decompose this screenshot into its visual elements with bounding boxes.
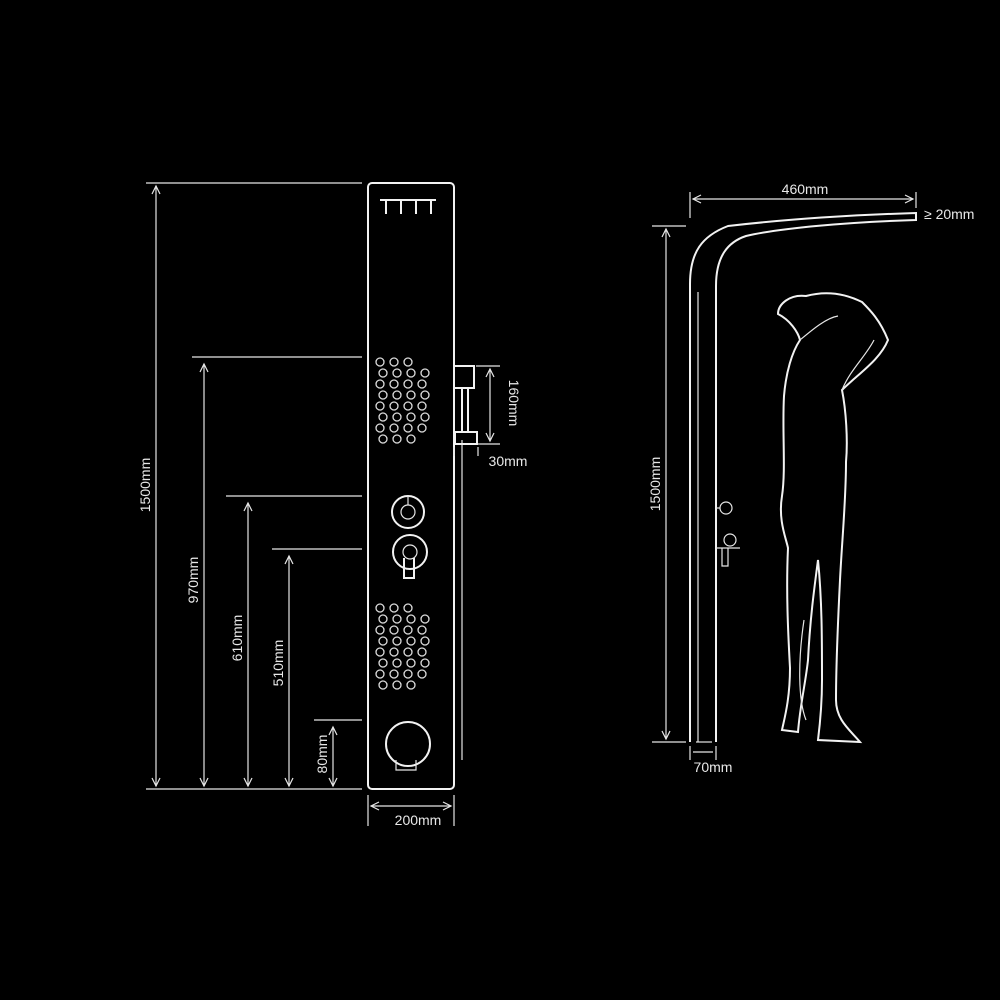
jet-nozzle xyxy=(378,636,388,646)
jet-nozzle xyxy=(375,669,385,679)
jet-nozzle xyxy=(389,625,399,635)
dim-upper-jets: 970mm xyxy=(185,356,362,788)
dim-panel-width-label: 200mm xyxy=(395,812,442,828)
dim-front-height: 1500mm xyxy=(137,182,362,790)
jet-nozzle xyxy=(392,614,402,624)
jet-nozzle xyxy=(420,390,430,400)
jet-nozzle xyxy=(392,434,402,444)
front-panel-outline xyxy=(367,182,455,790)
jet-nozzle xyxy=(392,368,402,378)
jet-nozzle xyxy=(420,412,430,422)
dim-side-height-label: 1500mm xyxy=(647,457,663,511)
dim-lever: 510mm xyxy=(270,548,362,788)
jet-nozzle xyxy=(378,412,388,422)
dim-overhead-reach: 460mm xyxy=(689,181,917,218)
jet-nozzle xyxy=(389,647,399,657)
jet-nozzle xyxy=(378,434,388,444)
dim-spout-label: 80mm xyxy=(314,735,330,774)
diverter-lever xyxy=(392,534,428,579)
jet-nozzle xyxy=(420,658,430,668)
jet-nozzle xyxy=(403,423,413,433)
jet-nozzle xyxy=(403,603,413,613)
jet-nozzle xyxy=(375,423,385,433)
jet-nozzle xyxy=(417,379,427,389)
jet-nozzle xyxy=(406,680,416,690)
jet-nozzle xyxy=(378,368,388,378)
jet-nozzle xyxy=(389,357,399,367)
dim-lever-label: 510mm xyxy=(270,640,286,687)
human-figure xyxy=(776,292,890,744)
dim-upper-jets-label: 970mm xyxy=(185,557,201,604)
jet-nozzle xyxy=(375,401,385,411)
dim-knob: 610mm xyxy=(226,495,362,788)
dim-side-height: 1500mm xyxy=(647,225,686,743)
jet-nozzle xyxy=(417,625,427,635)
handshower-holder xyxy=(453,365,478,445)
jet-nozzle xyxy=(420,368,430,378)
jet-nozzle xyxy=(392,390,402,400)
dim-panel-width: 200mm xyxy=(367,795,455,828)
jet-nozzle xyxy=(406,412,416,422)
jet-nozzle xyxy=(389,401,399,411)
jet-nozzle xyxy=(392,412,402,422)
jet-nozzle xyxy=(420,614,430,624)
dim-knob-label: 610mm xyxy=(229,615,245,662)
side-controls xyxy=(716,501,740,567)
jet-nozzle xyxy=(417,423,427,433)
front-view: 1500mm 970mm 610mm 510mm xyxy=(137,182,528,828)
jet-nozzle xyxy=(375,603,385,613)
jet-nozzle xyxy=(406,658,416,668)
jet-nozzle xyxy=(403,625,413,635)
jet-nozzle xyxy=(403,379,413,389)
jet-nozzle xyxy=(389,379,399,389)
jet-nozzle xyxy=(417,401,427,411)
dim-holder-offset: 30mm xyxy=(453,447,528,469)
tub-spout xyxy=(385,721,431,771)
jet-nozzle xyxy=(403,401,413,411)
jet-nozzle xyxy=(392,680,402,690)
jet-nozzle xyxy=(392,636,402,646)
side-view: 460mm ≥ 20mm 1500mm 70mm xyxy=(647,181,974,775)
jet-nozzle xyxy=(389,669,399,679)
jet-nozzle xyxy=(403,647,413,657)
upper-body-jets xyxy=(375,357,430,444)
jet-nozzle xyxy=(378,614,388,624)
top-rain-nozzles xyxy=(380,199,436,214)
jet-nozzle xyxy=(403,669,413,679)
jet-nozzle xyxy=(375,647,385,657)
dim-holder-length-label: 160mm xyxy=(506,380,522,427)
dim-overhead-reach-label: 460mm xyxy=(782,181,829,197)
dim-front-height-label: 1500mm xyxy=(137,458,153,512)
jet-nozzle xyxy=(417,669,427,679)
jet-nozzle xyxy=(375,357,385,367)
jet-nozzle xyxy=(378,680,388,690)
jet-nozzle xyxy=(406,614,416,624)
dim-top-thickness-label: ≥ 20mm xyxy=(924,206,974,222)
jet-nozzle xyxy=(389,603,399,613)
jet-nozzle xyxy=(406,434,416,444)
jet-nozzle xyxy=(378,390,388,400)
jet-nozzle xyxy=(389,423,399,433)
dim-holder-length: 160mm xyxy=(476,365,522,445)
jet-nozzle xyxy=(375,379,385,389)
jet-nozzle xyxy=(417,647,427,657)
lower-body-jets xyxy=(375,603,430,690)
jet-nozzle xyxy=(403,357,413,367)
mixing-knob xyxy=(391,495,425,529)
jet-nozzle xyxy=(375,625,385,635)
dim-holder-offset-label: 30mm xyxy=(489,453,528,469)
dim-side-depth: 70mm xyxy=(689,746,733,775)
jet-nozzle xyxy=(420,636,430,646)
jet-nozzle xyxy=(378,658,388,668)
side-column-outline xyxy=(689,211,917,742)
jet-nozzle xyxy=(406,636,416,646)
jet-nozzle xyxy=(392,658,402,668)
dim-spout: 80mm xyxy=(314,719,362,788)
jet-nozzle xyxy=(406,368,416,378)
dim-side-depth-label: 70mm xyxy=(694,759,733,775)
jet-nozzle xyxy=(406,390,416,400)
